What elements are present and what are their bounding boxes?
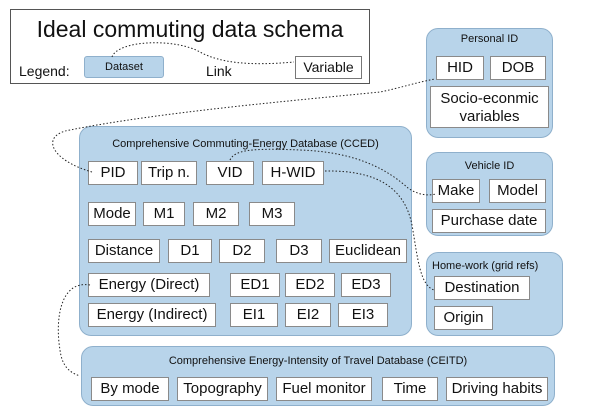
h-wid-variable: H-WID bbox=[262, 161, 324, 185]
ceitd-title: Comprehensive Energy-Intensity of Travel… bbox=[168, 355, 468, 367]
trip-number-variable: Trip n. bbox=[141, 161, 197, 185]
d2-variable: D2 bbox=[219, 239, 265, 263]
cced-title: Comprehensive Commuting-Energy Database … bbox=[112, 138, 379, 150]
dob-variable: DOB bbox=[490, 56, 546, 80]
ei3-variable: EI3 bbox=[338, 303, 388, 327]
legend-dataset-sample: Dataset bbox=[84, 56, 164, 78]
ed3-variable: ED3 bbox=[341, 273, 391, 297]
vid-variable: VID bbox=[206, 161, 254, 185]
origin-variable: Origin bbox=[434, 306, 493, 330]
vehicle-id-dataset: Vehicle ID Make Model Purchase date bbox=[426, 152, 553, 236]
socio-economic-variable: Socio-econmic variables bbox=[430, 86, 549, 128]
hid-variable: HID bbox=[436, 56, 484, 80]
energy-indirect-variable: Energy (Indirect) bbox=[88, 303, 216, 327]
ed1-variable: ED1 bbox=[230, 273, 280, 297]
driving-habits-variable: Driving habits bbox=[446, 377, 548, 401]
ceitd-dataset: Comprehensive Energy-Intensity of Travel… bbox=[81, 346, 555, 406]
mode-variable: Mode bbox=[88, 202, 136, 226]
ei2-variable: EI2 bbox=[285, 303, 331, 327]
personal-id-title: Personal ID bbox=[460, 33, 519, 45]
m2-variable: M2 bbox=[193, 202, 239, 226]
legend-variable-sample: Variable bbox=[295, 56, 362, 79]
euclidean-variable: Euclidean bbox=[329, 239, 407, 263]
energy-direct-variable: Energy (Direct) bbox=[88, 273, 210, 297]
m3-variable: M3 bbox=[249, 202, 295, 226]
diagram-title: Ideal commuting data schema bbox=[36, 16, 344, 42]
ed2-variable: ED2 bbox=[285, 273, 335, 297]
fuel-monitor-variable: Fuel monitor bbox=[276, 377, 372, 401]
legend-link-label: Link bbox=[206, 63, 232, 79]
cced-dataset: Comprehensive Commuting-Energy Database … bbox=[79, 126, 412, 336]
ei1-variable: EI1 bbox=[230, 303, 278, 327]
purchase-date-variable: Purchase date bbox=[432, 209, 546, 233]
home-work-dataset: Home-work (grid refs) Destination Origin bbox=[426, 252, 563, 336]
by-mode-variable: By mode bbox=[91, 377, 169, 401]
d3-variable: D3 bbox=[276, 239, 322, 263]
legend-box: Ideal commuting data schema Legend: Data… bbox=[10, 9, 370, 84]
d1-variable: D1 bbox=[168, 239, 212, 263]
legend-label: Legend: bbox=[19, 63, 70, 79]
topography-variable: Topography bbox=[177, 377, 268, 401]
make-variable: Make bbox=[432, 179, 480, 203]
personal-id-dataset: Personal ID HID DOB Socio-econmic variab… bbox=[426, 28, 553, 138]
distance-variable: Distance bbox=[88, 239, 160, 263]
pid-variable: PID bbox=[88, 161, 138, 185]
destination-variable: Destination bbox=[434, 276, 530, 300]
m1-variable: M1 bbox=[143, 202, 185, 226]
model-variable: Model bbox=[489, 179, 546, 203]
home-work-title: Home-work (grid refs) bbox=[432, 260, 539, 272]
vehicle-id-title: Vehicle ID bbox=[464, 160, 515, 172]
time-variable: Time bbox=[382, 377, 438, 401]
